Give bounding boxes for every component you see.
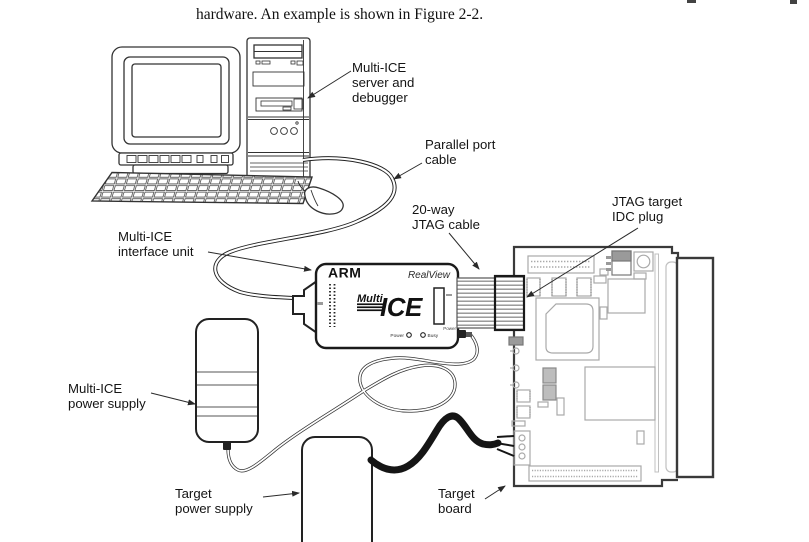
ice-power-supply-brick [195, 318, 259, 450]
page-heading: hardware. An example is shown in Figure … [196, 6, 484, 23]
keyboard [90, 171, 313, 205]
multi-ice-logo: Multi ICE [357, 292, 424, 322]
cropped-line-fragment [790, 0, 797, 4]
label-line: Parallel port [425, 137, 496, 152]
label-line: Multi-ICE [118, 229, 173, 244]
logo-ice-text: ICE [380, 292, 423, 322]
leader-parallel-cable [393, 162, 423, 180]
label-line: Target [175, 486, 212, 501]
ice-power-cable [226, 332, 479, 473]
leader-jtag-cable [448, 232, 480, 270]
label-line: cable [425, 152, 457, 167]
label-line: Multi-ICE [68, 381, 123, 396]
parallel-port-cable [213, 156, 397, 300]
leader-idc-plug [526, 227, 639, 298]
label-line: server and [352, 75, 415, 90]
board-edge-connector [675, 256, 715, 479]
label-server-debugger: Multi-ICE server and debugger [352, 60, 414, 105]
board-components [508, 250, 656, 482]
monitor [111, 46, 241, 175]
led-busy-label: Busy [428, 333, 439, 339]
cropped-line-fragment [687, 0, 696, 3]
jtag-idc-plug [493, 274, 526, 332]
led-power-label: Power [390, 333, 404, 339]
unit-leds: Power Busy [390, 332, 439, 339]
label-target-power-supply: Target power supply [175, 486, 253, 516]
unit-led-columns [329, 284, 336, 327]
interface-unit: ARM RealView Multi ICE Power Busy Power [292, 262, 472, 350]
label-line: JTAG target [612, 194, 683, 209]
logo-multi-text: Multi [357, 293, 384, 305]
label-ice-power-supply: Multi-ICE power supply [68, 381, 146, 411]
target-power-supply-brick [301, 436, 373, 542]
jtag-cable-assembly [456, 274, 526, 332]
leader-ice-power-supply [150, 392, 196, 406]
label-idc-plug: JTAG target IDC plug [612, 194, 682, 224]
label-jtag-cable: 20-way JTAG cable [412, 202, 480, 232]
label-line: IDC plug [612, 209, 664, 224]
label-line: JTAG cable [412, 217, 480, 232]
tiny-print-mark [317, 302, 323, 305]
unit-power-port-label: Power [443, 326, 456, 331]
unit-family-text: RealView [408, 270, 451, 281]
parallel-connector-plug [292, 279, 318, 335]
target-power-cable [367, 412, 515, 474]
label-target-board: Target board [438, 486, 475, 516]
board-outline [512, 245, 680, 488]
tiny-print-mark [446, 294, 452, 296]
leader-lines [150, 70, 639, 500]
unit-power-jack [458, 330, 472, 338]
leader-target-board [484, 485, 506, 500]
target-board [508, 245, 715, 488]
unit-jtag-port [433, 287, 445, 325]
label-line: interface unit [118, 244, 194, 259]
label-line: board [438, 501, 472, 516]
computer-illustration [90, 37, 344, 215]
brick-plug-nub [223, 442, 231, 450]
mouse [297, 180, 344, 215]
label-parallel-cable: Parallel port cable [425, 137, 495, 167]
leader-target-power-supply [262, 490, 300, 498]
label-line: debugger [352, 90, 408, 105]
label-line: power supply [175, 501, 253, 516]
jtag-ribbon-cable [456, 277, 498, 329]
leader-server-debugger [307, 70, 352, 99]
label-line: 20-way [412, 202, 455, 217]
unit-brand-text: ARM [328, 265, 361, 281]
label-line: Multi-ICE [352, 60, 407, 75]
label-line: power supply [68, 396, 146, 411]
label-interface-unit: Multi-ICE interface unit [118, 229, 194, 259]
label-line: Target [438, 486, 475, 501]
tower-case [246, 37, 311, 184]
leader-interface-unit [207, 251, 312, 272]
